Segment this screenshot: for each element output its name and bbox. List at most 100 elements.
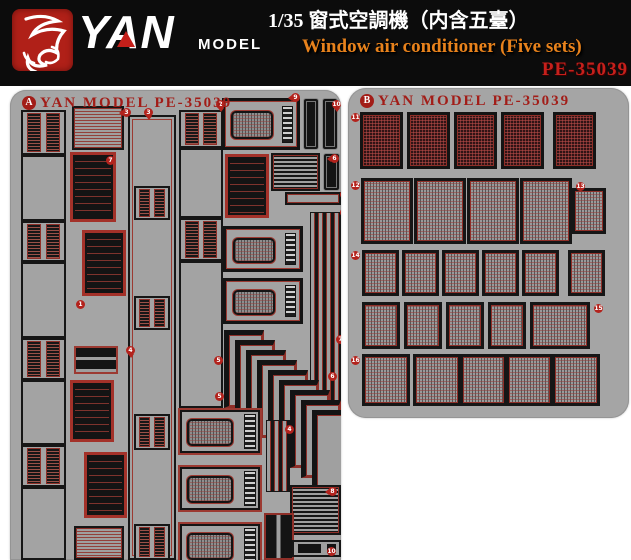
part-number-tag: 13 [576,182,585,191]
pe-part-louver [21,338,66,380]
product-title-chinese: 1/35 窗式空調機（内含五臺） [268,10,529,32]
fret-b-header: B YAN MODEL PE-35039 [360,93,570,109]
pe-part-plain [179,148,223,218]
pe-part-mesh-dark [407,112,450,169]
part-number-tag: 6 [327,154,339,163]
pe-part-mesh-gray [488,302,526,349]
pe-part-mesh-gray [530,302,590,349]
pe-part-grate [271,153,320,191]
pe-part-mesh-gray [482,250,519,296]
pe-part-plain [179,261,223,408]
pe-part-mesh-fine [74,526,124,560]
part-number-tag: 8 [340,190,341,199]
pe-part-louver [179,218,223,261]
part-number-tag: 9 [340,208,341,217]
part-number-tag: 5 [215,392,224,401]
pe-part-mesh-gray [446,302,484,349]
pe-part-acfront-r [178,522,262,560]
pe-part-mesh-fine [72,106,124,150]
pe-part-louver [134,296,170,330]
pe-part-twobar [74,346,118,374]
header-banner: YAN MODEL 1/35 窗式空調機（内含五臺） Window air co… [0,0,631,86]
pe-part-acfront-r [178,408,262,455]
pe-part-mesh-gray [572,188,606,234]
brand-triangle-icon [117,31,135,47]
brand-logo-model: MODEL [198,36,263,53]
pe-fret-b: B YAN MODEL PE-35039 11 12 13 14 15 16 [348,88,629,418]
part-number-tag: 3 [119,108,131,117]
pe-part-acfront [222,98,300,150]
pe-part-ventbar-v [303,98,319,150]
pe-part-louver [21,221,66,262]
pe-part-mesh-gray [362,354,410,406]
part-number-tag: 10 [332,100,341,112]
pe-part-mesh-gray [520,178,572,244]
part-number-tag: 6 [328,372,337,381]
pe-part-plain [21,487,66,560]
part-number-tag: 14 [351,251,360,260]
pe-part-mesh-gray [568,250,605,296]
pe-part-coil [225,154,269,218]
part-number-tag: 16 [351,356,360,365]
part-number-tag: 12 [351,181,360,190]
pe-part-coil [84,452,127,518]
pe-part-mesh-gray [413,354,461,406]
pe-part-louver [21,110,66,155]
pe-part-mesh-gray [362,302,400,349]
pe-part-mesh-gray [460,354,507,406]
pe-part-strip-h [285,192,341,205]
fret-b-letter-badge: B [360,94,374,108]
pe-part-louver [134,414,170,450]
part-number-tag: 15 [594,304,603,313]
pe-part-mesh-gray [506,354,553,406]
pe-part-plain [21,380,66,445]
pe-part-mesh-gray [552,354,600,406]
fret-a-letter-badge: A [22,96,36,110]
part-number-tag: 11 [351,113,360,122]
pe-part-acfront-r [178,465,262,512]
pe-part-blackbars [264,513,294,560]
pe-part-frame [312,410,341,488]
product-title-english: Window air conditioner (Five sets) [302,36,582,57]
pe-part-acfront [223,278,303,324]
part-number-tag: 7 [106,156,115,165]
part-number-tag: 3 [144,108,153,120]
pe-part-mesh-dark [360,112,403,169]
fret-a-header: A YAN MODEL PE-35039 [22,95,232,111]
pe-part-mesh-dark [454,112,497,169]
pe-part-plain [21,155,66,221]
pe-part-mesh-gray [404,302,442,349]
part-number-tag: 4 [285,425,294,434]
pe-fret-a: A YAN MODEL PE-35039 3 3 2 9 10 7 6 8 9 1 4 5 5 7 6 8 4 1… [10,90,341,560]
part-number-tag: 10 [327,547,336,556]
pe-part-mesh-gray [361,178,413,244]
pe-part-mesh-gray [402,250,439,296]
part-number-tag: 1 [76,300,85,309]
pe-part-mesh-gray [522,250,559,296]
pe-part-louver [134,186,170,220]
product-code: PE-35039 [541,59,628,80]
fret-b-header-label: YAN MODEL PE-35039 [378,93,571,109]
pe-part-coil [82,230,126,296]
pe-part-mesh-gray [414,178,466,244]
part-number-tag: 4 [126,346,135,358]
fret-a-header-label: YAN MODEL PE-35039 [40,95,233,111]
pe-part-plain [21,262,66,338]
part-number-tag: 5 [214,356,223,365]
seal-calligraphy-icon [22,14,67,71]
pe-part-acfront [223,226,303,272]
pe-part-mesh-dark [553,112,596,169]
part-number-tag: 2 [216,100,225,112]
pe-part-louver [21,445,66,487]
pe-part-mesh-dark [501,112,544,169]
pe-part-louver [134,524,170,560]
pe-part-mesh-gray [467,178,519,244]
pe-part-mesh-gray [442,250,479,296]
part-number-tag: 8 [325,487,337,496]
part-number-tag: 7 [336,335,341,344]
yan-seal-logo [12,9,73,71]
part-number-tag: 9 [288,93,300,102]
pe-part-coil [70,380,114,442]
pe-part-mesh-gray [362,250,399,296]
